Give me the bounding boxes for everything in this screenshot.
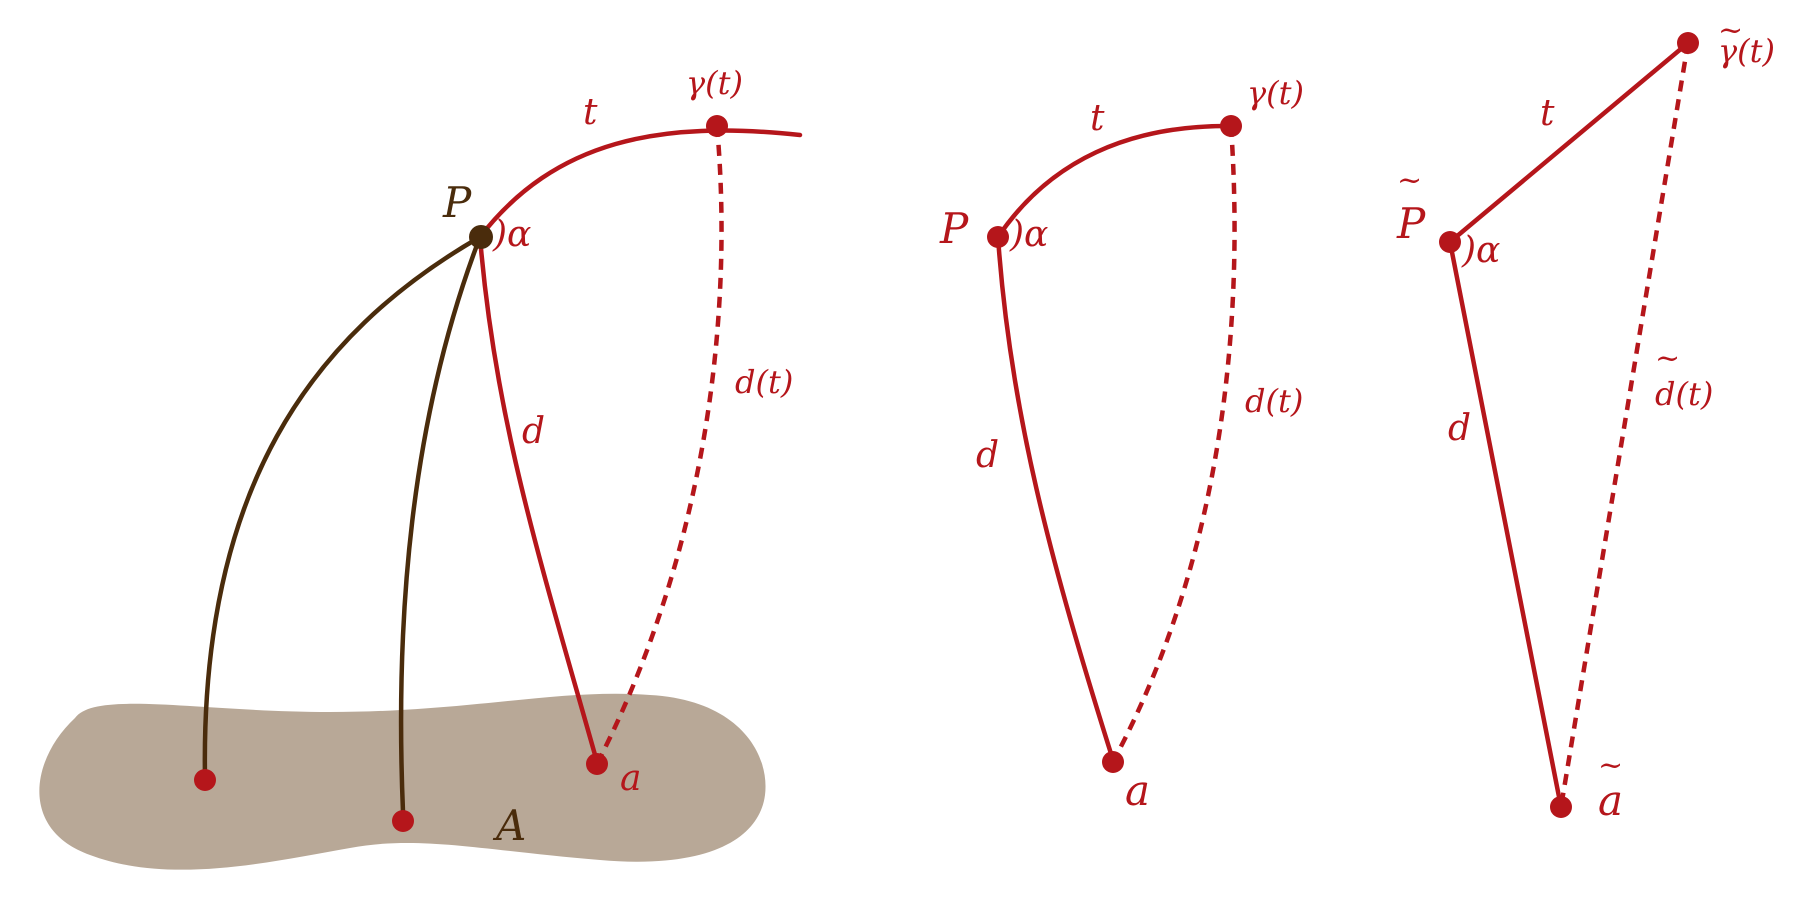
label-p: P [442, 178, 472, 227]
segment-t [1447, 40, 1691, 245]
point-p [987, 226, 1009, 248]
point-a [586, 753, 608, 775]
label-a: a [620, 758, 641, 799]
label-t: t [1090, 98, 1105, 139]
segment-d [477, 234, 600, 765]
segment-d [1447, 239, 1564, 810]
point-a [1550, 796, 1572, 818]
label-t: t [1540, 93, 1555, 134]
label-gamma-t: γ(t) [686, 64, 743, 102]
point-gamma-t [1677, 32, 1699, 54]
label-p-tilde: ~ [1397, 163, 1422, 198]
segment-d-t [1558, 42, 1691, 808]
label-alpha: )α [1461, 230, 1500, 271]
geodesic-to-a-left [202, 234, 483, 781]
point-gamma-t [1220, 115, 1242, 137]
label-a: a [1598, 776, 1623, 825]
point-gamma-t [706, 115, 728, 137]
curve-gamma [477, 128, 803, 240]
label-a: a [1125, 766, 1150, 815]
panel-1-manifold: P )α t γ(t) d d(t) a A [39, 64, 803, 870]
panel-2-geodesic-triangle: P )α t γ(t) d d(t) a [939, 74, 1304, 815]
geodesic-to-a-middle [398, 234, 483, 815]
label-d: d [1448, 408, 1471, 449]
label-d-t: d(t) [735, 363, 793, 401]
segment-d [995, 234, 1116, 763]
label-gamma-t: γ(t) [1718, 32, 1775, 70]
label-alpha: )α [492, 214, 531, 255]
point-p [1439, 231, 1461, 253]
point-a [1102, 751, 1124, 773]
segment-d-t [597, 125, 724, 760]
label-gamma-t: γ(t) [1247, 74, 1304, 112]
label-d: d [976, 435, 999, 476]
point-p [469, 225, 493, 249]
label-gamma-tilde: ~ [1718, 13, 1743, 48]
label-p: P [939, 204, 969, 253]
label-t: t [583, 92, 598, 133]
label-d: d [522, 411, 545, 452]
point-a-middle [392, 810, 414, 832]
segment-d-t [1113, 125, 1237, 760]
panel-3-comparison-triangle: ~ P )α t ~ γ(t) d ~ d(t) ~ a [1396, 13, 1775, 825]
label-d-t: d(t) [1245, 382, 1303, 420]
label-p: P [1396, 199, 1426, 248]
label-d-t-tilde: ~ [1655, 341, 1680, 376]
label-a-tilde: ~ [1598, 748, 1623, 783]
curve-gamma [995, 123, 1234, 240]
label-d-t: d(t) [1655, 375, 1713, 413]
label-alpha: )α [1009, 214, 1048, 255]
point-a-left [194, 769, 216, 791]
label-region-a: A [492, 801, 526, 850]
